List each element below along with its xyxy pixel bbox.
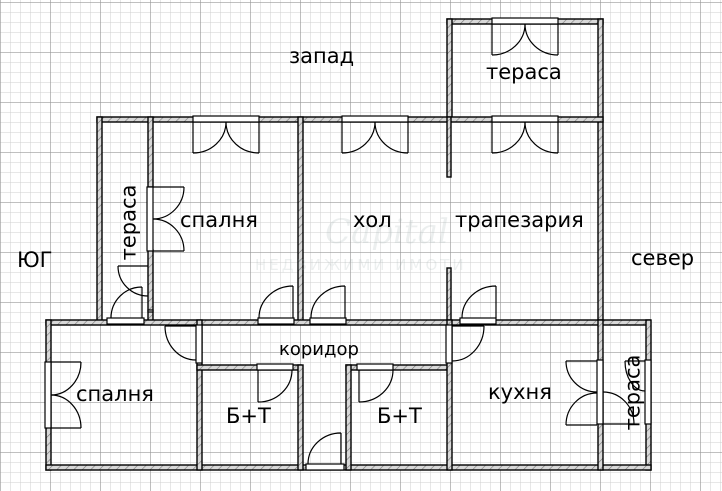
- room-label-terrace-right: тераса: [620, 354, 645, 431]
- room-label-terrace-left: тераса: [116, 184, 141, 261]
- room-label-bathroom-2: Б+Т: [377, 404, 422, 428]
- room-label-bedroom-2: спалня: [76, 382, 154, 406]
- room-label-terrace-top: тераса: [486, 60, 562, 84]
- direction-south: ЮГ: [17, 248, 53, 272]
- room-label-bedroom-1: спалня: [180, 208, 258, 232]
- direction-north: север: [631, 246, 695, 270]
- room-label-corridor: коридор: [279, 339, 359, 360]
- door-swings: [50, 23, 646, 465]
- room-label-living-room: хол: [353, 208, 392, 232]
- openings: [44, 17, 652, 471]
- room-label-kitchen: кухня: [488, 380, 552, 404]
- direction-west: запад: [289, 44, 355, 68]
- room-label-bathroom-1: Б+Т: [226, 404, 271, 428]
- room-label-dining-room: трапезария: [455, 208, 584, 232]
